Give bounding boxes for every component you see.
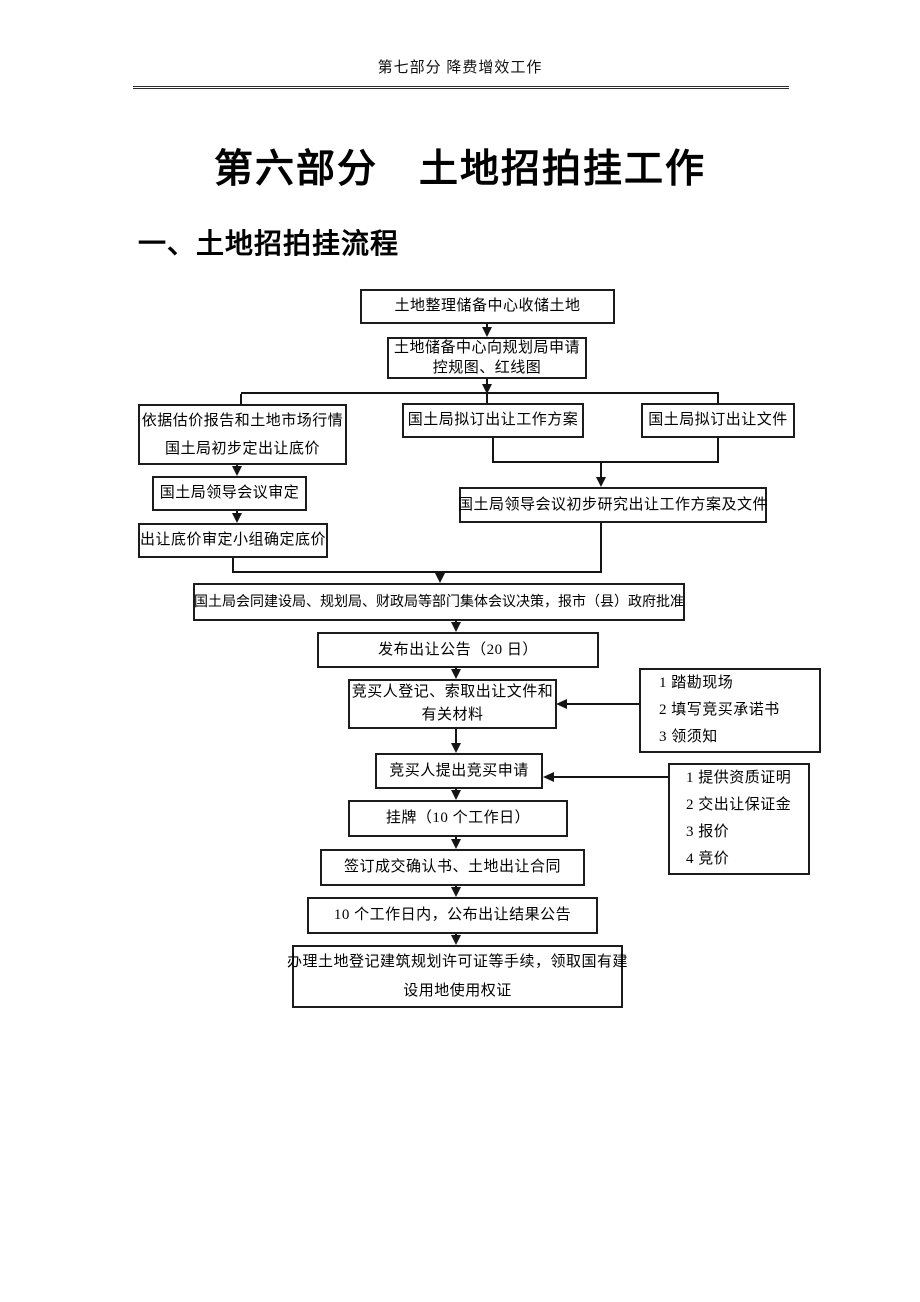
arrow-down-icon <box>482 327 492 337</box>
node-text: 竞买人提出竞买申请 <box>389 762 529 779</box>
side-note-line: 3 报价 <box>686 824 730 840</box>
arrow-down-icon <box>451 669 461 679</box>
side-note-line: 3 领须知 <box>659 729 718 745</box>
node-text: 依据估价报告和土地市场行情 <box>141 412 344 429</box>
node-text: 竞买人登记、索取出让文件和 <box>351 684 554 700</box>
connector-line <box>600 523 602 573</box>
arrow-down-icon <box>451 839 461 849</box>
node-text: 国土局领导会议初步研究出让工作方案及文件 <box>458 496 769 513</box>
connector-line <box>232 571 602 573</box>
connector-line <box>717 394 719 403</box>
flow-node-registration: 办理土地登记建筑规划许可证等手续，领取国有建 设用地使用权证 <box>287 945 628 1008</box>
arrow-down-icon <box>451 935 461 945</box>
node-text: 国土局会同建设局、规划局、财政局等部门集体会议决策，报市（县）政府批准 <box>194 594 684 610</box>
node-text: 土地整理储备中心收储土地 <box>394 298 581 314</box>
connector-line <box>241 392 719 394</box>
arrow-down-icon <box>435 573 445 583</box>
side-note-line: 1 踏勘现场 <box>659 675 734 691</box>
flow-node-publish-notice: 发布出让公告（20 日） <box>317 632 599 668</box>
connector-line <box>486 379 488 385</box>
flow-node-set-base-price: 依据估价报告和土地市场行情 国土局初步定出让底价 <box>138 404 347 465</box>
flow-node-apply-maps: 土地储备中心向规划局申请 控规图、红线图 <box>387 337 587 379</box>
connector-line <box>439 571 441 574</box>
arrow-down-icon <box>451 622 461 632</box>
arrow-left-icon <box>543 772 554 782</box>
flow-node-draft-work-plan: 国土局拟订出让工作方案 <box>402 403 584 438</box>
node-text: 控规图、红线图 <box>432 360 542 376</box>
header-rule <box>133 86 789 89</box>
side-note-line: 2 填写竞买承诺书 <box>659 702 780 718</box>
connector-line <box>554 776 668 778</box>
page-title: 第六部分 土地招拍挂工作 <box>213 148 706 191</box>
flow-node-confirm-base-price: 出让底价审定小组确定底价 <box>138 523 328 558</box>
connector-line <box>240 394 242 404</box>
connector-line <box>232 558 234 573</box>
connector-line <box>486 324 488 328</box>
connector-line <box>455 729 457 744</box>
node-text: 土地储备中心向规划局申请 <box>393 340 580 356</box>
flow-node-leader-review: 国土局领导会议审定 <box>152 476 307 511</box>
node-text: 国土局初步定出让底价 <box>164 440 320 457</box>
flow-node-store-land: 土地整理储备中心收储土地 <box>360 289 615 324</box>
flow-node-publish-result: 10 个工作日内，公布出让结果公告 <box>307 897 598 934</box>
node-text: 国土局拟订出让文件 <box>648 412 788 428</box>
flow-node-joint-decision: 国土局会同建设局、规划局、财政局等部门集体会议决策，报市（县）政府批准 <box>193 583 685 621</box>
side-note-line: 4 竞价 <box>686 851 730 867</box>
section-heading: 一、土地招拍挂流程 <box>138 229 400 260</box>
node-text: 10 个工作日内，公布出让结果公告 <box>333 907 572 923</box>
arrow-down-icon <box>451 790 461 800</box>
connector-line <box>492 461 719 463</box>
flow-node-bidder-apply: 竞买人提出竞买申请 <box>375 753 543 789</box>
arrow-left-icon <box>556 699 567 709</box>
connector-line <box>486 394 488 403</box>
connector-line <box>567 703 639 705</box>
connector-line <box>455 620 457 623</box>
flow-node-bidder-register: 竞买人登记、索取出让文件和 有关材料 <box>348 679 557 729</box>
connector-line <box>600 461 602 478</box>
arrow-down-icon <box>232 466 242 476</box>
arrow-down-icon <box>596 477 606 487</box>
connector-line <box>236 511 238 514</box>
node-text: 发布出让公告（20 日） <box>378 641 538 658</box>
node-text: 有关材料 <box>421 707 484 723</box>
arrow-down-icon <box>232 513 242 523</box>
connector-line <box>455 837 457 840</box>
node-text: 签订成交确认书、土地出让合同 <box>343 859 561 875</box>
connector-line <box>717 438 719 463</box>
side-note-line: 2 交出让保证金 <box>686 797 792 813</box>
node-text: 挂牌（10 个工作日） <box>385 810 531 826</box>
side-note-register-steps: 1 踏勘现场 2 填写竞买承诺书 3 领须知 <box>639 668 821 753</box>
node-text: 国土局领导会议审定 <box>159 485 300 501</box>
flow-node-leader-study: 国土局领导会议初步研究出让工作方案及文件 <box>458 487 769 523</box>
node-text: 出让底价审定小组确定底价 <box>140 532 327 548</box>
connector-line <box>492 438 494 463</box>
flow-node-listing: 挂牌（10 个工作日） <box>348 800 568 837</box>
arrow-down-icon <box>451 743 461 753</box>
node-text: 国土局拟订出让工作方案 <box>407 412 579 428</box>
running-header: 第七部分 降费增效工作 <box>377 60 543 76</box>
side-note-line: 1 提供资质证明 <box>686 770 792 786</box>
side-note-apply-steps: 1 提供资质证明 2 交出让保证金 3 报价 4 竞价 <box>668 763 810 875</box>
flow-node-draft-documents: 国土局拟订出让文件 <box>641 403 795 438</box>
flow-node-sign-contract: 签订成交确认书、土地出让合同 <box>320 849 585 886</box>
arrow-down-icon <box>451 887 461 897</box>
arrow-down-icon <box>482 384 492 394</box>
node-text: 办理土地登记建筑规划许可证等手续，领取国有建 <box>287 953 629 970</box>
node-text: 设用地使用权证 <box>403 982 512 999</box>
